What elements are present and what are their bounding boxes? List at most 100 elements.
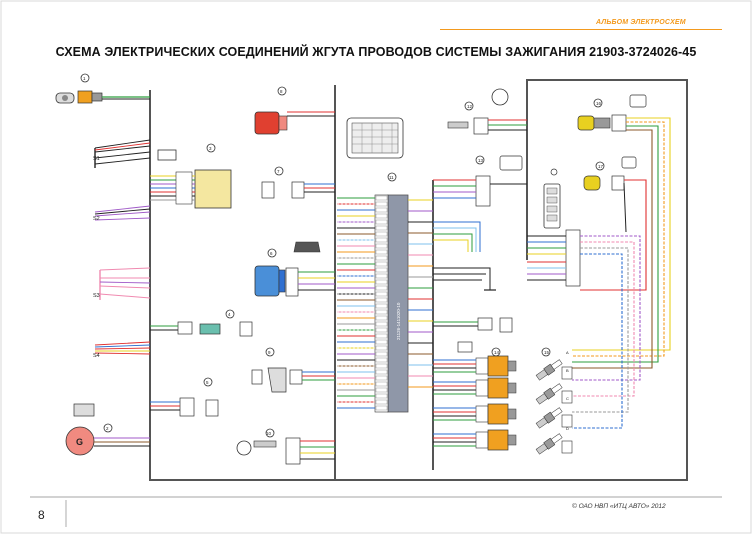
ecu-pin — [375, 315, 388, 321]
component-6-blue-sensor — [254, 241, 335, 297]
ecu-pin — [375, 375, 388, 381]
ecu-pin — [375, 273, 388, 279]
component-17-sensor — [583, 156, 637, 233]
component-number-7: 7 — [277, 169, 280, 174]
ecu-pin — [375, 261, 388, 267]
ecu-pin — [375, 369, 388, 375]
component-14-connector — [433, 317, 513, 333]
ignition-coils — [433, 341, 517, 451]
component-number-10: 10 — [266, 431, 272, 436]
component-12-connector — [447, 88, 527, 135]
ecu-pin — [375, 243, 388, 249]
pin-letter-b: B — [566, 368, 569, 373]
component-number-13: 13 — [478, 158, 484, 163]
pin-letter-a: A — [566, 350, 569, 355]
plug-connector — [561, 390, 573, 404]
component-number-6: 6 — [270, 251, 273, 256]
component-1 — [55, 73, 150, 104]
ecu-pin — [375, 279, 388, 285]
ignition-coil — [487, 403, 509, 425]
ecu-pin — [375, 201, 388, 207]
ecu-pin — [375, 333, 388, 339]
pin-letter-c: C — [566, 396, 569, 401]
diagram-title: СХЕМА ЭЛЕКТРИЧЕСКИХ СОЕДИНЕНИЙ ЖГУТА ПРО… — [55, 45, 697, 59]
component-15-connector — [543, 168, 581, 287]
splice-s1-group — [94, 139, 216, 168]
plug-connector — [561, 366, 573, 380]
ecu-pin — [375, 225, 388, 231]
far-right-harness-loops — [527, 117, 671, 429]
component-5-connector — [150, 377, 219, 417]
component-number-8: 8 — [280, 89, 283, 94]
ecu-connector-face — [346, 117, 404, 182]
splice-s4-group — [94, 341, 151, 355]
page-number: 8 — [38, 508, 45, 522]
splice-label-s3: S3 — [93, 293, 100, 299]
splice-label-s4: S4 — [93, 353, 100, 359]
ecu-pin — [375, 237, 388, 243]
component-13-connector — [433, 155, 527, 207]
ecu-pin — [375, 297, 388, 303]
ecu-pin — [375, 285, 388, 291]
ecu-pin — [375, 357, 388, 363]
splice-label-s2: S2 — [93, 216, 100, 222]
plug-connector — [561, 440, 573, 454]
header-rule — [440, 29, 722, 30]
ecu-pin — [375, 345, 388, 351]
ecu-pin — [375, 363, 388, 369]
component-number-1: 1 — [83, 76, 86, 81]
album-label: АЛЬБОМ ЭЛЕКТРОСХЕМ — [596, 19, 686, 26]
component-3-relay-block — [150, 169, 232, 209]
coil-terminal — [507, 434, 517, 446]
ecu-pin — [375, 255, 388, 261]
coil-terminal — [507, 408, 517, 420]
component-number-5: 5 — [206, 380, 209, 385]
ignition-coil — [487, 377, 509, 399]
component-number-9: 9 — [268, 350, 271, 355]
harness-frame — [149, 79, 688, 481]
ecu-pin — [375, 339, 388, 345]
ecu-pin — [375, 387, 388, 393]
ecu-wires — [337, 197, 433, 409]
ecu-pin — [375, 195, 388, 201]
component-10-sensor — [236, 428, 335, 465]
component-8-red-module — [254, 86, 335, 135]
coil-connector — [475, 379, 489, 397]
spark-plugs — [535, 347, 573, 455]
bus-wires-mid — [433, 221, 496, 291]
ecu-pin — [375, 207, 388, 213]
ecu-pin — [375, 267, 388, 273]
ecu-pin — [375, 291, 388, 297]
spark-plug — [535, 359, 563, 381]
coil-connector — [475, 357, 489, 375]
ecu-pin — [375, 231, 388, 237]
ecu-pin — [375, 321, 388, 327]
component-16-sensor — [577, 94, 647, 132]
coil-connector — [475, 431, 489, 449]
generator-label: G — [76, 437, 83, 447]
component-number-14: 14 — [494, 350, 500, 355]
component-number-4: 4 — [228, 312, 231, 317]
component-number-2: 2 — [106, 426, 109, 431]
component-7-connector — [261, 166, 335, 199]
coil-connector — [475, 405, 489, 423]
component-number-3: 3 — [209, 146, 212, 151]
copyright: © ОАО НВП «ИТЦ АВТО» 2012 — [572, 503, 666, 510]
generator — [65, 403, 150, 456]
ecu-pin — [375, 405, 388, 411]
component-number-11: 11 — [389, 175, 394, 180]
pin-letter-d: D — [566, 426, 569, 431]
ecu-pin — [375, 249, 388, 255]
ignition-coil — [487, 355, 509, 377]
component-number-12: 12 — [467, 104, 473, 109]
spark-plug — [535, 383, 563, 405]
ignition-coil — [487, 429, 509, 451]
component-number-17: 17 — [598, 164, 604, 169]
component-4-sensor — [150, 309, 253, 337]
ecu-pin — [375, 399, 388, 405]
spark-plug — [535, 407, 563, 429]
ecu-pin — [375, 309, 388, 315]
ecu-body — [374, 194, 409, 413]
ecu-pin — [375, 351, 388, 357]
